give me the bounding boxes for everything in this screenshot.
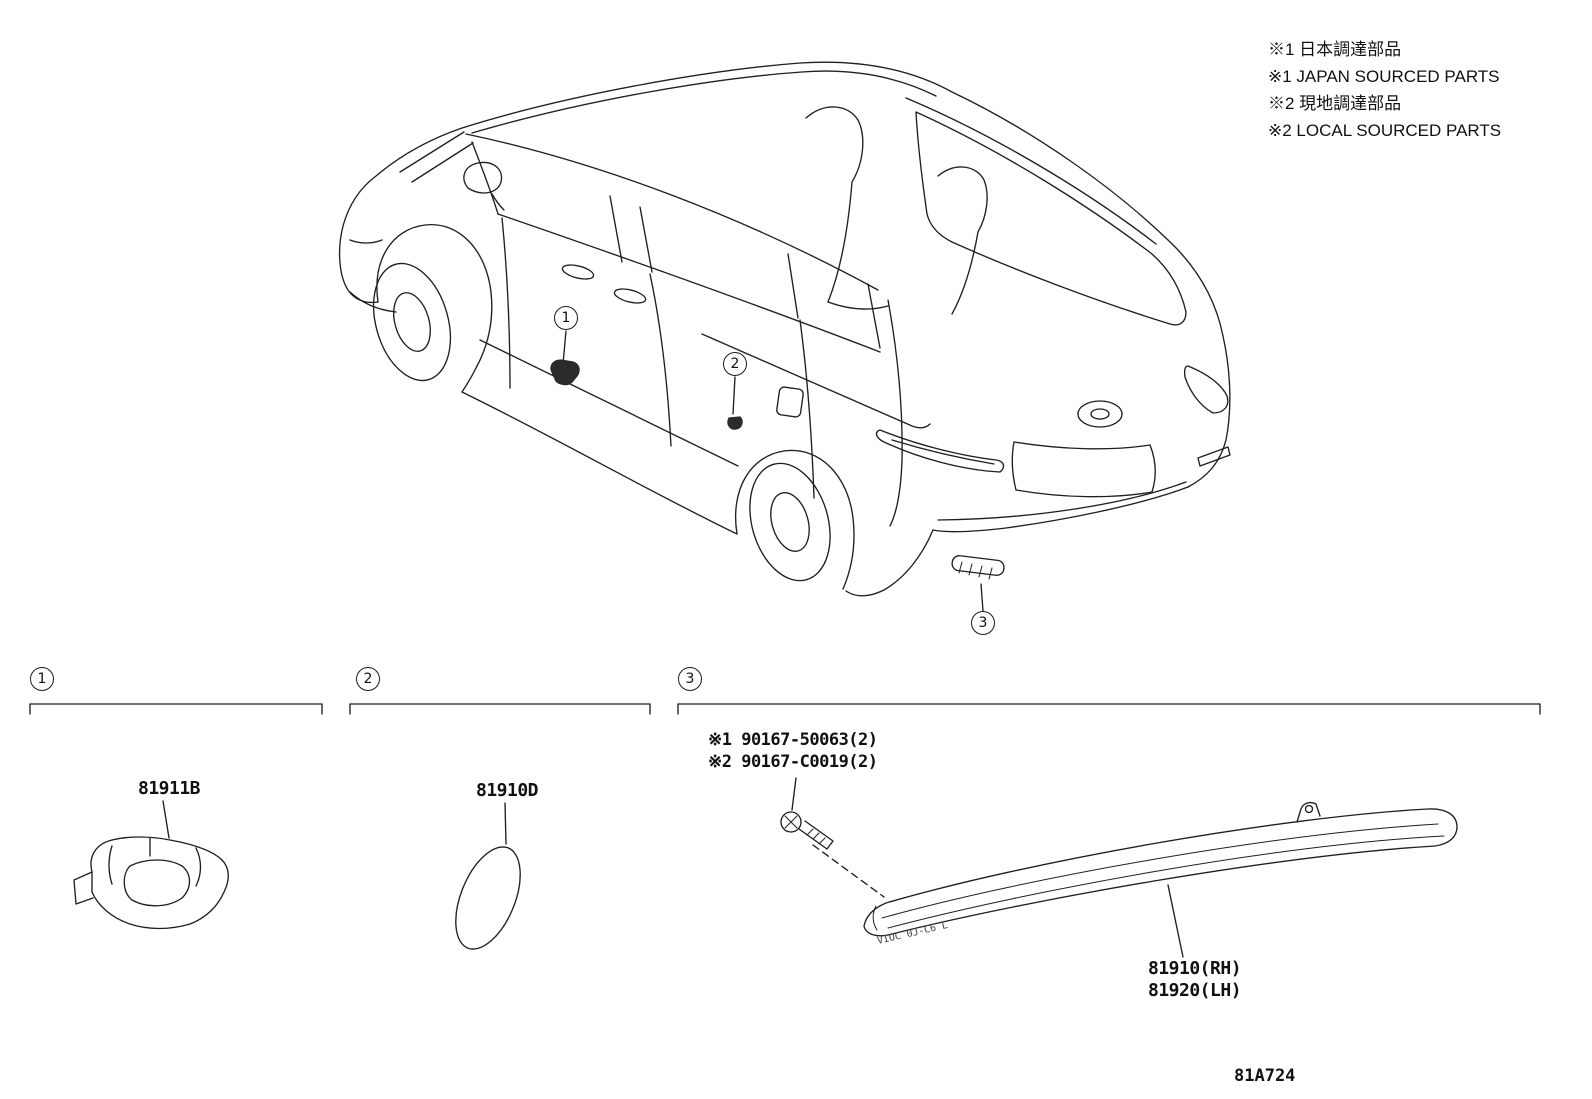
sourcing-legend: ※1 日本調達部品 ※1 JAPAN SOURCED PARTS ※2 現地調達… bbox=[1268, 36, 1501, 144]
screw-label-japan[interactable]: ※1 90167-50063(2) bbox=[708, 730, 878, 750]
screw-label-local[interactable]: ※2 90167-C0019(2) bbox=[708, 752, 878, 772]
reflector-strip-drawing: VIOC 0J-C6 L bbox=[863, 801, 1458, 958]
part-label-81910-rh[interactable]: 81910(RH) bbox=[1148, 958, 1242, 979]
strip-marking-text: VIOC 0J-C6 L bbox=[876, 920, 949, 947]
callout-1-marker[interactable]: 1 bbox=[554, 306, 578, 330]
group-brackets bbox=[29, 703, 1541, 715]
callout-3-marker[interactable]: 3 bbox=[971, 611, 995, 635]
license-recess bbox=[1011, 441, 1156, 498]
legend-line-2: ※1 JAPAN SOURCED PARTS bbox=[1268, 67, 1500, 86]
diagram-code: 81A724 bbox=[1234, 1066, 1296, 1086]
group-3-header-number[interactable]: 3 bbox=[678, 667, 702, 691]
part-81910d-drawing bbox=[455, 802, 521, 950]
emblem bbox=[1077, 400, 1123, 428]
part-label-81910d[interactable]: 81910D bbox=[476, 780, 539, 801]
screw-drawing bbox=[780, 777, 885, 898]
group-1-header-number[interactable]: 1 bbox=[30, 667, 54, 691]
part-label-81920-lh[interactable]: 81920(LH) bbox=[1148, 980, 1242, 1001]
part-label-81911b[interactable]: 81911B bbox=[138, 778, 201, 799]
legend-line-4: ※2 LOCAL SOURCED PARTS bbox=[1268, 121, 1502, 140]
tail-lamp-right bbox=[1183, 365, 1229, 414]
side-mirror bbox=[463, 161, 503, 194]
callout-2-marker[interactable]: 2 bbox=[723, 352, 747, 376]
tail-lamp-left bbox=[875, 429, 1005, 473]
group-2-header-number[interactable]: 2 bbox=[356, 667, 380, 691]
clip-1-target bbox=[550, 359, 580, 386]
rear-reflector-shape bbox=[951, 555, 1005, 576]
part-81911b-drawing bbox=[73, 800, 229, 930]
legend-line-3: ※2 現地調達部品 bbox=[1268, 94, 1402, 113]
clip-2-target bbox=[727, 416, 743, 430]
legend-line-1: ※1 日本調達部品 bbox=[1268, 40, 1402, 59]
vehicle-drawing bbox=[338, 61, 1231, 597]
callout-leader-lines bbox=[550, 330, 984, 612]
